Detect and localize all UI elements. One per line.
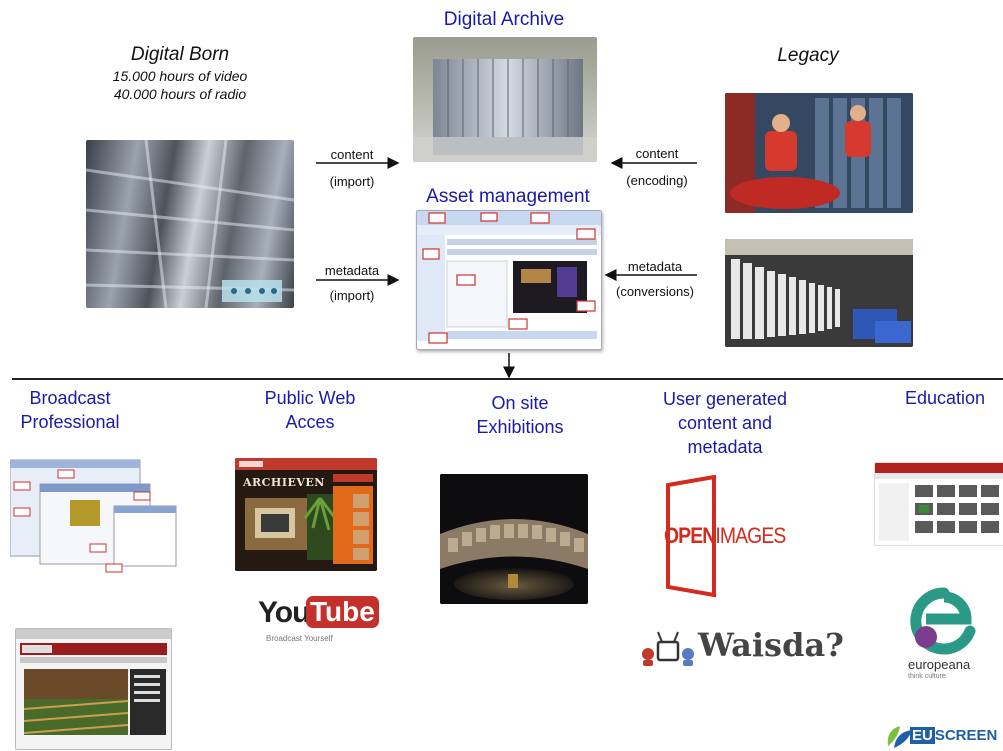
europeana-logo: europeana think culture — [900, 585, 1003, 685]
broadcast-collage-graphic — [10, 459, 177, 573]
asset-management-screenshot — [416, 210, 602, 350]
left-content-sub: (import) — [329, 174, 375, 189]
left-metadata-label: metadata (import) — [312, 263, 392, 303]
broadcast-screenshot-collage — [10, 458, 180, 580]
broadcast-website-graphic — [16, 629, 171, 735]
euscreen-eu: EU — [910, 727, 935, 744]
education-website-screenshot — [874, 462, 1003, 546]
education-website-graphic — [875, 463, 1003, 541]
category-broadcast-line2: Professional — [20, 412, 120, 432]
digital-born-heading: Digital Born 15.000 hours of video 40.00… — [90, 44, 270, 102]
left-metadata-sub: (import) — [329, 288, 375, 303]
archieven-logo-text: ARCHIEVEN — [243, 476, 325, 489]
category-user-generated-line1: User generated — [662, 389, 788, 409]
youtube-tube: Tube — [306, 596, 379, 628]
left-content-label: content (import) — [312, 147, 392, 189]
euscreen-screen: SCREEN — [934, 727, 998, 744]
archive-shelves-graphic — [725, 239, 913, 347]
category-public-web-line1: Public Web — [264, 388, 356, 408]
right-content-label: content (encoding) — [612, 146, 702, 188]
digital-archive-title: Digital Archive — [443, 9, 565, 30]
openimages-images: IMAGES — [715, 523, 786, 548]
openimages-open: OPEN — [664, 523, 716, 548]
youtube-you: You — [258, 596, 310, 629]
right-metadata-label: metadata (conversions) — [605, 259, 705, 299]
waisda-tv-icon — [642, 631, 694, 666]
broadcast-screenshot-website — [15, 628, 172, 750]
digital-born-photo — [86, 140, 294, 308]
digital-born-radio-hours: 40.000 hours of radio — [113, 86, 247, 102]
right-content-sub: (encoding) — [626, 173, 688, 188]
category-broadcast-professional: Broadcast Professional — [0, 386, 140, 434]
category-public-web: Public Web Acces — [240, 386, 380, 434]
digital-born-photo-graphic — [86, 140, 294, 308]
openimages-wordmark: OPENIMAGES — [664, 523, 786, 549]
asset-management-title: Asset management — [426, 186, 590, 207]
right-content-text: content — [635, 146, 679, 161]
category-education: Education — [890, 386, 1000, 410]
category-on-site-line1: On site — [491, 393, 549, 413]
archive-workers-graphic — [725, 93, 913, 213]
legacy-photo-workers — [725, 93, 913, 213]
asset-management-ui-graphic — [417, 211, 601, 344]
category-on-site: On site Exhibitions — [450, 391, 590, 439]
left-content-text: content — [330, 147, 374, 162]
waisda-wordmark: Waisda? — [698, 626, 844, 664]
category-user-generated: User generated content and metadata — [640, 387, 810, 459]
category-user-generated-line2: content and — [677, 413, 773, 433]
euscreen-leaf-icon — [887, 726, 912, 748]
openimages-logo: OPENIMAGES — [662, 475, 786, 603]
openimages-frame-icon — [666, 475, 716, 598]
youtube-logo: You Tube Broadcast Yourself — [258, 596, 379, 648]
left-metadata-text: metadata — [324, 263, 380, 278]
europeana-wordmark: europeana — [908, 657, 971, 672]
category-user-generated-line3: metadata — [687, 437, 763, 457]
server-racks-graphic — [413, 59, 597, 162]
waisda-logo: Waisda? — [640, 624, 870, 668]
right-metadata-text: metadata — [627, 259, 683, 274]
digital-archive-photo — [413, 37, 597, 162]
digital-born-title: Digital Born — [130, 44, 230, 65]
exhibition-graphic — [440, 474, 588, 604]
youtube-tagline: Broadcast Yourself — [266, 634, 333, 643]
europeana-e-icon — [910, 587, 976, 655]
archieven-website-screenshot: ARCHIEVEN — [235, 458, 377, 571]
section-divider — [12, 378, 1003, 380]
legacy-photo-shelves — [725, 239, 913, 347]
category-education-line1: Education — [904, 388, 986, 408]
right-metadata-sub: (conversions) — [615, 284, 695, 299]
archieven-website-graphic — [235, 458, 377, 571]
category-broadcast-line1: Broadcast — [29, 388, 111, 408]
exhibition-photo — [440, 474, 588, 604]
category-on-site-line2: Exhibitions — [476, 417, 564, 437]
category-public-web-line2: Acces — [285, 412, 335, 432]
europeana-tagline: think culture — [908, 673, 946, 680]
digital-born-video-hours: 15.000 hours of video — [112, 68, 248, 84]
legacy-title: Legacy — [777, 45, 839, 66]
